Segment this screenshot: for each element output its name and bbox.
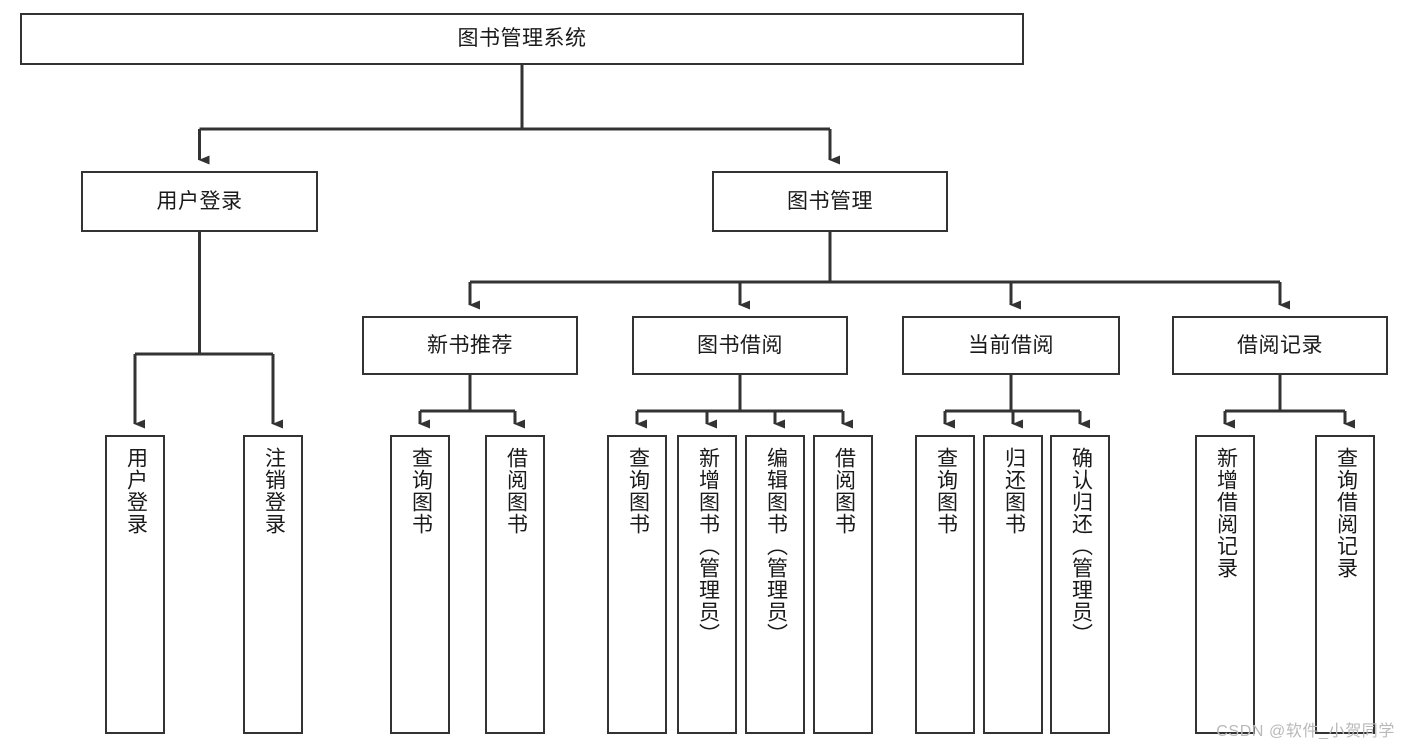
node-label: 归还图书 [1002, 447, 1026, 535]
node-label: 图书管理 [787, 189, 873, 213]
node-label: 编辑图书（管理员） [764, 447, 788, 645]
watermark: CSDN @软件_小贺同学 [1216, 723, 1395, 740]
node-label: 图书借阅 [697, 333, 783, 357]
node-label: 查询图书 [409, 447, 433, 535]
node-leaf-return[interactable]: 归还图书 [983, 435, 1043, 734]
node-new-book-rec[interactable]: 新书推荐 [362, 316, 578, 375]
node-leaf-query-rec[interactable]: 查询借阅记录 [1315, 435, 1375, 734]
node-leaf-query-3[interactable]: 查询图书 [915, 435, 975, 734]
node-leaf-confirm[interactable]: 确认归还（管理员） [1050, 435, 1110, 734]
node-label: 新增借阅记录 [1214, 447, 1238, 579]
node-leaf-borrow-2[interactable]: 借阅图书 [813, 435, 873, 734]
node-root[interactable]: 图书管理系统 [20, 13, 1024, 65]
node-label: 用户登录 [156, 189, 243, 213]
node-label: 借阅图书 [504, 447, 528, 535]
node-label: 查询图书 [626, 447, 650, 535]
node-label: 图书管理系统 [457, 27, 587, 51]
node-user-login[interactable]: 用户登录 [81, 171, 318, 232]
node-label: 借阅图书 [832, 447, 856, 535]
node-label: 用户登录 [124, 447, 148, 535]
node-leaf-add-book[interactable]: 新增图书（管理员） [677, 435, 737, 734]
node-current-borrow[interactable]: 当前借阅 [902, 316, 1120, 375]
node-leaf-add-record[interactable]: 新增借阅记录 [1195, 435, 1255, 734]
node-label: 借阅记录 [1237, 333, 1323, 357]
node-leaf-edit-book[interactable]: 编辑图书（管理员） [745, 435, 805, 734]
node-label: 确认归还（管理员） [1069, 447, 1093, 645]
node-label: 新增图书（管理员） [696, 447, 720, 645]
node-leaf-borrow-1[interactable]: 借阅图书 [485, 435, 545, 734]
node-label: 当前借阅 [968, 333, 1054, 357]
node-borrow-record[interactable]: 借阅记录 [1172, 316, 1388, 375]
node-leaf-query-2[interactable]: 查询图书 [607, 435, 667, 734]
node-leaf-logout[interactable]: 注销登录 [243, 435, 303, 734]
node-label: 新书推荐 [427, 333, 513, 357]
node-leaf-user-login[interactable]: 用户登录 [105, 435, 165, 734]
node-leaf-query-1[interactable]: 查询图书 [390, 435, 450, 734]
node-label: 查询图书 [934, 447, 958, 535]
node-label: 注销登录 [262, 447, 286, 535]
node-book-manage[interactable]: 图书管理 [712, 171, 948, 232]
node-book-borrow[interactable]: 图书借阅 [632, 316, 848, 375]
node-label: 查询借阅记录 [1334, 447, 1358, 579]
